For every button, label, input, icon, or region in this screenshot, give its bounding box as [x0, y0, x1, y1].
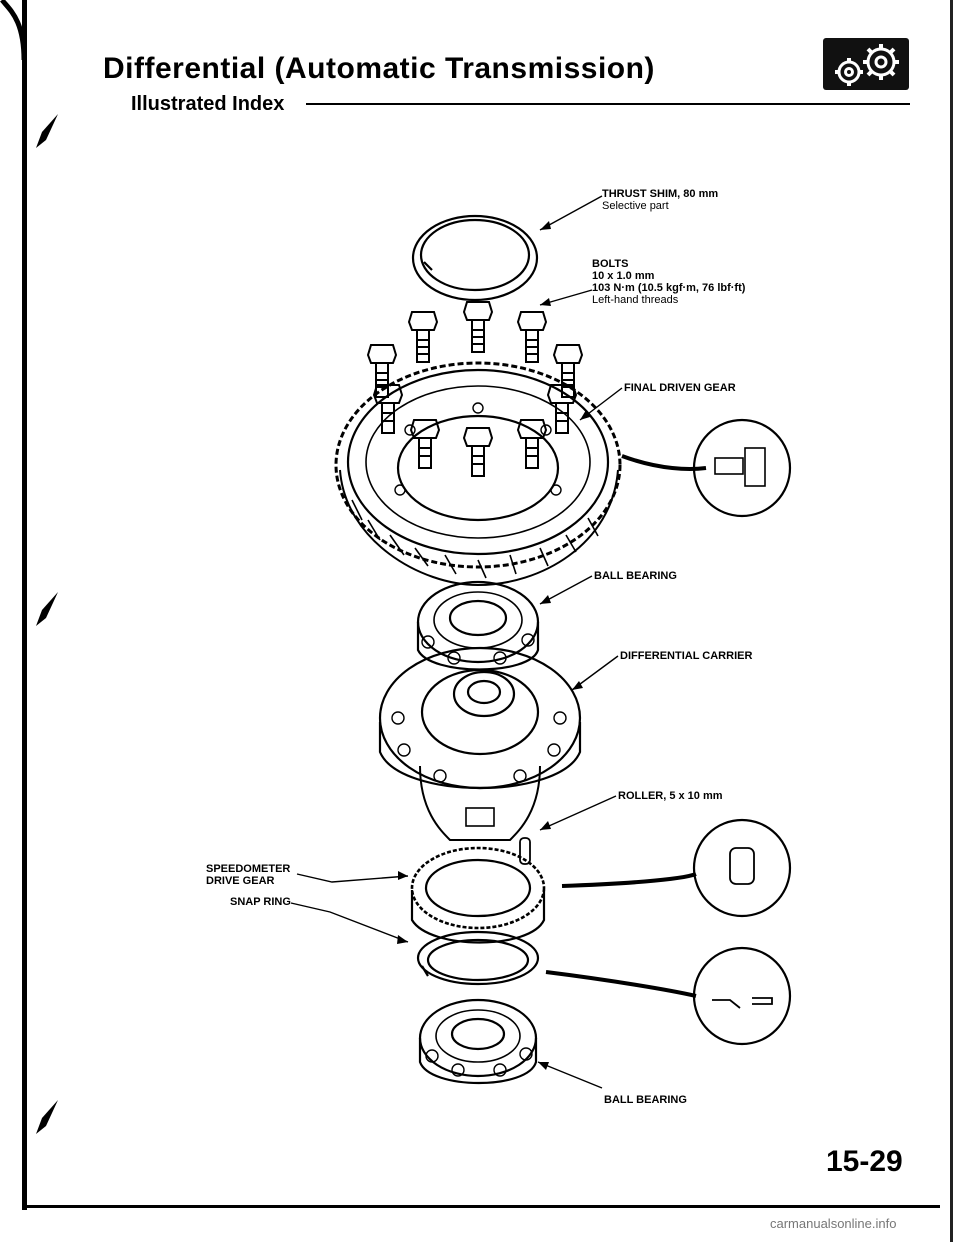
differential-carrier-label: DIFFERENTIAL CARRIER: [620, 650, 753, 662]
binding-spine-line: [22, 0, 27, 1210]
page-right-edge: [950, 0, 953, 1242]
subtitle-rule: [306, 103, 910, 105]
roller-part: [519, 837, 531, 865]
snap-ring-part: [416, 930, 540, 986]
page-number: 15-29: [826, 1145, 903, 1178]
bolts-label: BOLTS 10 x 1.0 mm 103 N·m (10.5 kgf·m, 7…: [592, 258, 746, 306]
bolt-thread-detail: [621, 418, 792, 518]
thrust-shim-label: THRUST SHIM, 80 mm Selective part: [602, 188, 719, 212]
roller-detail: [561, 818, 792, 918]
margin-marker-icon: [36, 114, 58, 148]
roller-label: ROLLER, 5 x 10 mm: [618, 790, 723, 802]
snap-ring-label: SNAP RING: [230, 896, 291, 908]
differential-carrier-part: [378, 646, 582, 841]
bolt-set-part: [366, 301, 584, 477]
page-title: Differential (Automatic Transmission): [103, 52, 655, 85]
margin-marker-icon: [36, 592, 58, 626]
ball-bearing-top-part: [416, 580, 540, 671]
margin-marker-icon: [36, 1100, 58, 1134]
page-bottom-rule: [22, 1205, 940, 1208]
final-driven-gear-part: [334, 361, 622, 587]
speedometer-drive-gear-label: SPEEDOMETER DRIVE GEAR: [206, 863, 291, 887]
gear-section-icon: [823, 38, 909, 90]
page-subtitle: Illustrated Index: [131, 93, 285, 115]
thrust-shim-part: [411, 214, 539, 302]
ball-bearing-top-label: BALL BEARING: [594, 570, 677, 582]
ball-bearing-bottom-label: BALL BEARING: [604, 1094, 687, 1106]
snap-ring-detail: [545, 946, 792, 1046]
final-driven-gear-label: FINAL DRIVEN GEAR: [624, 382, 736, 394]
leader-lines: [290, 195, 623, 1089]
speedometer-drive-gear-part: [410, 846, 546, 944]
binding-spine-curve: [0, 0, 27, 60]
watermark-text: carmanualsonline.info: [770, 1216, 897, 1231]
ball-bearing-bottom-part: [418, 998, 538, 1084]
